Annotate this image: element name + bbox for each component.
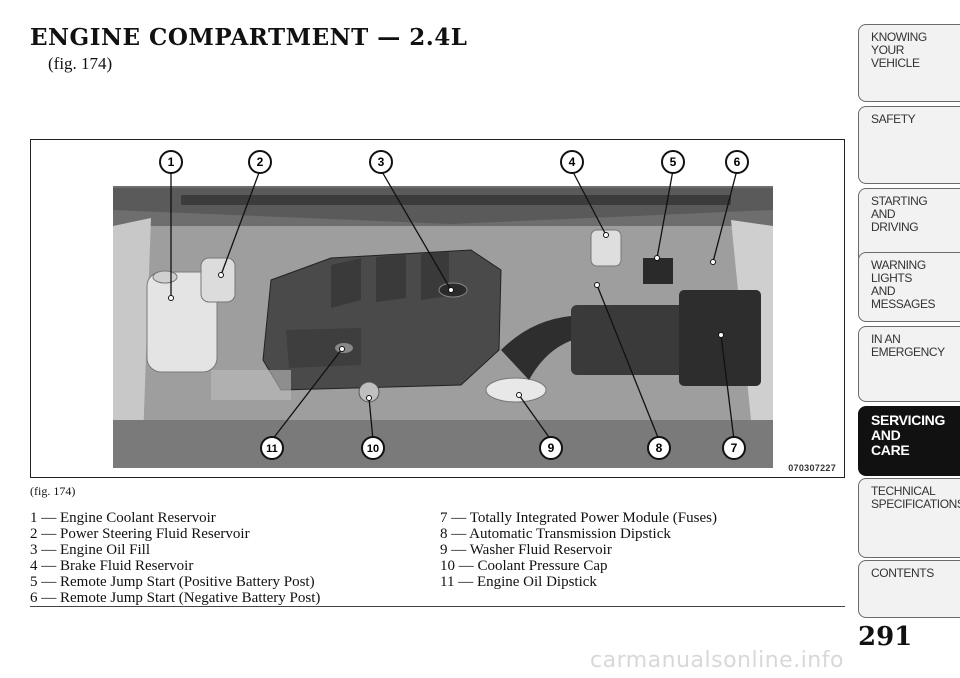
page-number: 291 [858,622,913,652]
page-title: ENGINE COMPARTMENT — 2.4L [30,24,468,51]
legend-item: 2 — Power Steering Fluid Reservoir [30,526,250,542]
svg-text:9: 9 [548,441,555,455]
svg-text:4: 4 [569,155,576,169]
figure-reference: (fig. 174) [48,54,113,73]
tab-servicing-and-care[interactable]: SERVICING AND CARE [858,406,960,476]
image-code: 070307227 [788,463,836,473]
legend-left: 1 — Engine Coolant Reservoir 2 — Power S… [30,510,320,606]
callout-2: 2 [248,150,272,174]
callout-1: 1 [159,150,183,174]
tab-in-an-emergency[interactable]: IN AN EMERGENCY [858,326,960,402]
callout-6: 6 [725,150,749,174]
engine-compartment-figure: 1 2 3 4 5 6 7 8 9 10 11 070307227 [30,139,845,478]
svg-text:1: 1 [168,155,175,169]
callout-10: 10 [361,436,385,460]
legend-item: 6 — Remote Jump Start (Negative Battery … [30,590,321,606]
tab-safety[interactable]: SAFETY [858,106,960,184]
callout-7: 7 [722,436,746,460]
figure-caption: (fig. 174) [30,484,76,498]
legend-item: 4 — Brake Fluid Reservoir [30,558,194,574]
engine-illustration: 1 2 3 4 5 6 7 8 9 10 11 [113,150,773,468]
callout-5: 5 [661,150,685,174]
legend-item: 11 — Engine Oil Dipstick [440,574,597,590]
legend-item: 8 — Automatic Transmission Dipstick [440,526,671,542]
watermark: carmanualsonline.info [590,648,844,673]
legend-item: 3 — Engine Oil Fill [30,542,150,558]
callout-9: 9 [539,436,563,460]
legend-item: 9 — Washer Fluid Reservoir [440,542,612,558]
callout-3: 3 [369,150,393,174]
svg-text:10: 10 [367,443,379,455]
tab-warning-lights[interactable]: WARNING LIGHTS AND MESSAGES [858,252,960,322]
tab-technical-specifications[interactable]: TECHNICAL SPECIFICATIONS [858,478,960,558]
svg-text:8: 8 [656,441,663,455]
svg-text:2: 2 [257,155,264,169]
tab-knowing-your-vehicle[interactable]: KNOWING YOUR VEHICLE [858,24,960,102]
svg-text:5: 5 [670,155,677,169]
divider [30,606,845,607]
svg-text:6: 6 [734,155,741,169]
legend-item: 10 — Coolant Pressure Cap [440,558,608,574]
svg-text:3: 3 [378,155,385,169]
legend-right: 7 — Totally Integrated Power Module (Fus… [440,510,717,590]
tab-contents[interactable]: CONTENTS [858,560,960,618]
callout-11: 11 [260,436,284,460]
callout-4: 4 [560,150,584,174]
svg-text:7: 7 [731,441,738,455]
legend-item: 1 — Engine Coolant Reservoir [30,510,216,526]
legend-item: 5 — Remote Jump Start (Positive Battery … [30,574,315,590]
legend-item: 7 — Totally Integrated Power Module (Fus… [440,510,717,526]
svg-text:11: 11 [266,443,278,455]
callout-8: 8 [647,436,671,460]
